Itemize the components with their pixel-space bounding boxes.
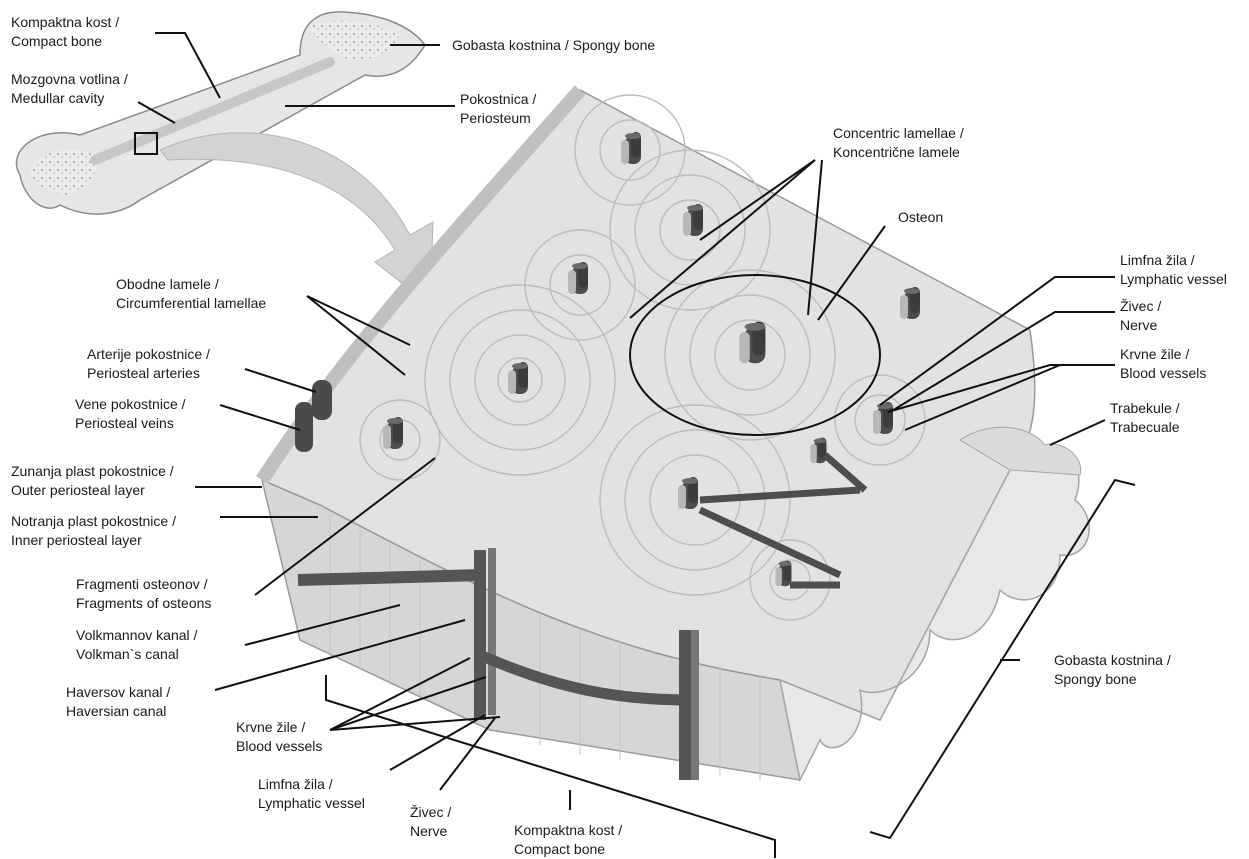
label-inner-periosteal-layer: Notranja plast pokostnice /Inner periost… — [11, 512, 176, 550]
label-nerve-right: Živec /Nerve — [1120, 297, 1161, 335]
label-periosteal-veins: Vene pokostnice /Periosteal veins — [75, 395, 186, 433]
label-nerve-bottom: Živec /Nerve — [410, 803, 451, 841]
label-haversian-canal: Haversov kanal /Haversian canal — [66, 683, 170, 721]
label-blood-vessels-right: Krvne žile /Blood vessels — [1120, 345, 1206, 383]
label-blood-vessels-bottom: Krvne žile /Blood vessels — [236, 718, 322, 756]
label-trabeculae: Trabekule /Trabecuale — [1110, 399, 1180, 437]
label-osteon: Osteon — [898, 208, 943, 227]
label-compact-bone-top: Kompaktna kost /Compact bone — [11, 13, 119, 51]
label-medullar-cavity: Mozgovna votlina /Medullar cavity — [11, 70, 128, 108]
label-spongy-bone-top: Gobasta kostnina / Spongy bone — [452, 36, 655, 55]
label-lymphatic-vessel-bottom: Limfna žila /Lymphatic vessel — [258, 775, 365, 813]
label-circumferential-lamellae: Obodne lamele /Circumferential lamellae — [116, 275, 266, 313]
label-osteon-fragments: Fragmenti osteonov /Fragments of osteons — [76, 575, 211, 613]
label-volkmann-canal: Volkmannov kanal /Volkman`s canal — [76, 626, 197, 664]
label-periosteum: Pokostnica /Periosteum — [460, 90, 536, 128]
label-lymphatic-vessel-right: Limfna žila /Lymphatic vessel — [1120, 251, 1227, 289]
label-concentric-lamellae: Concentric lamellae /Koncentrične lamele — [833, 124, 964, 162]
label-periosteal-arteries: Arterije pokostnice /Periosteal arteries — [87, 345, 210, 383]
label-compact-bone-bottom: Kompaktna kost /Compact bone — [514, 821, 622, 859]
label-outer-periosteal-layer: Zunanja plast pokostnice /Outer perioste… — [11, 462, 174, 500]
label-spongy-bone-right: Gobasta kostnina /Spongy bone — [1054, 651, 1171, 689]
